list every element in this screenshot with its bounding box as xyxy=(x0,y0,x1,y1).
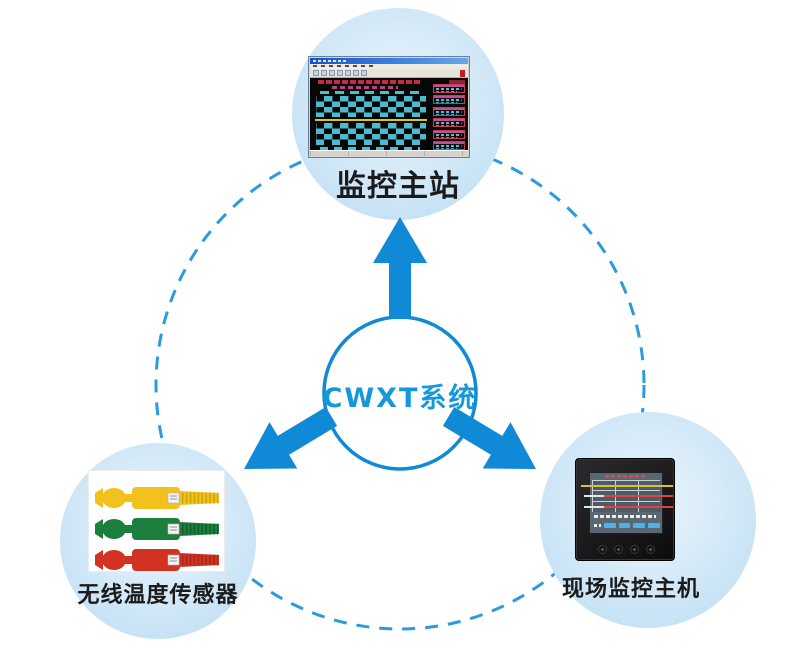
toolbar-icon xyxy=(313,70,319,76)
table-header-cell xyxy=(626,481,674,490)
scada-data-panel xyxy=(433,140,465,150)
yellow-sensor xyxy=(95,487,219,509)
scada-header-block xyxy=(449,80,465,84)
scada-statusbar xyxy=(310,150,468,156)
scada-toolbar xyxy=(310,69,468,78)
label-monitoring-station: 监控主站 xyxy=(336,169,460,204)
scada-subheader-text xyxy=(332,86,398,89)
scada-data-panel xyxy=(433,106,465,116)
scada-device-grid-upper xyxy=(316,96,426,117)
device-front-buttons xyxy=(576,543,676,555)
device-screen-title xyxy=(605,475,647,478)
arrow-to-bottom-left xyxy=(244,407,338,469)
scada-feeder-labels xyxy=(320,91,420,94)
toolbar-icon xyxy=(321,70,327,76)
device-screen xyxy=(580,472,674,534)
device-time-row xyxy=(594,515,656,518)
scada-data-panel xyxy=(433,118,465,128)
scada-titlebar xyxy=(310,58,468,64)
device-enter-button xyxy=(645,544,655,554)
scada-right-panel xyxy=(433,84,465,150)
arrow-to-top xyxy=(373,217,427,319)
scada-yellow-busbar xyxy=(315,119,427,121)
scada-data-panel xyxy=(433,129,465,139)
field-monitor-device-photo xyxy=(575,458,675,561)
softkey-button xyxy=(633,522,646,528)
green-sensor xyxy=(95,518,219,540)
red-sensor xyxy=(95,549,219,571)
table-value-cell xyxy=(626,491,674,501)
node-wireless-sensors: 无线温度传感器 xyxy=(60,443,256,639)
label-field-monitor: 现场监控主机 xyxy=(561,577,700,602)
device-power-button xyxy=(597,544,607,554)
softkey-label xyxy=(594,523,601,527)
device-up-button xyxy=(613,544,623,554)
scada-diagram-canvas xyxy=(310,78,468,152)
scada-data-panel xyxy=(433,95,465,105)
label-wireless-sensors: 无线温度传感器 xyxy=(77,583,239,608)
node-monitoring-station: 监控主站 xyxy=(292,8,504,220)
scada-software-screenshot xyxy=(308,56,470,158)
toolbar-icon xyxy=(361,70,367,76)
device-down-button xyxy=(629,544,639,554)
scada-menubar xyxy=(310,64,468,69)
softkey-button xyxy=(618,522,631,528)
softkey-button xyxy=(603,522,616,528)
dashed-orbit-circle xyxy=(154,139,646,631)
device-readings-table xyxy=(580,480,674,512)
arrow-to-bottom-right xyxy=(442,407,536,469)
toolbar-icon xyxy=(345,70,351,76)
device-softkey-row xyxy=(592,521,660,529)
table-value-cell xyxy=(626,502,674,512)
toolbar-red-icon xyxy=(460,70,465,77)
temperature-sensors-photo xyxy=(88,470,225,572)
scada-device-grid-lower xyxy=(316,123,426,145)
toolbar-icon xyxy=(329,70,335,76)
toolbar-icon xyxy=(337,70,343,76)
central-system-label: CWXT系统 xyxy=(322,383,478,414)
scada-headline-text xyxy=(318,80,422,84)
scada-data-panel xyxy=(433,84,465,93)
toolbar-icon xyxy=(353,70,359,76)
softkey-button xyxy=(648,522,660,528)
scada-bottom-labels xyxy=(320,147,420,150)
node-field-monitor: 现场监控主机 xyxy=(540,412,756,628)
